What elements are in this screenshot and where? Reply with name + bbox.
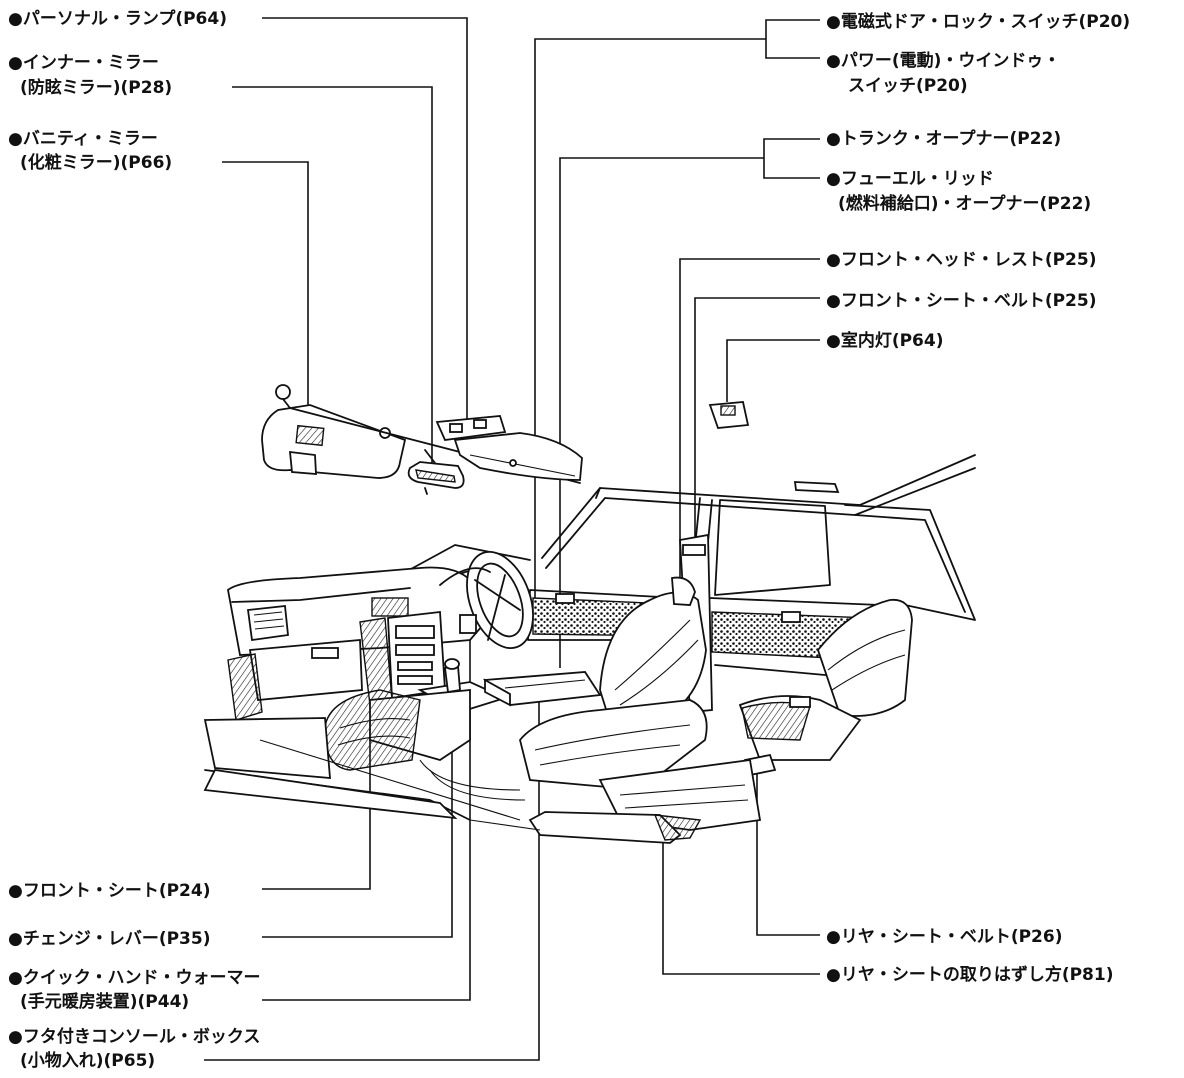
- leader-inner-mirror: [232, 86, 433, 463]
- label-console-box-line1: ●フタ付きコンソール・ボックス: [8, 1026, 260, 1047]
- label-power-window-line2: スイッチ(P20): [848, 76, 968, 96]
- leader-door-lock-bracket: [765, 19, 820, 59]
- leader-rear-seat-removal: [662, 820, 820, 975]
- label-fuel-lid-line2: (燃料補給口)・オープナー(P22): [838, 193, 1091, 214]
- label-quick-hand-warmer-line2: (手元暖房装置)(P44): [20, 991, 189, 1012]
- label-change-lever: ●チェンジ・レバー(P35): [8, 929, 211, 949]
- front-seats: [203, 576, 708, 821]
- center-console: [417, 658, 602, 713]
- label-vanity-mirror-line1: ●バニティ・ミラー: [8, 129, 158, 149]
- label-fuel-lid-line1: ●フューエル・リッド: [826, 169, 994, 189]
- label-personal-lamp: ●パーソナル・ランプ(P64): [8, 8, 227, 29]
- right-labels: ●電磁式ドア・ロック・スイッチ(P20) ●パワー(電動)・ウインドゥ・ スイッ…: [826, 11, 1130, 985]
- leader-change-lever: [262, 690, 453, 938]
- label-room-lamp: ●室内灯(P64): [826, 330, 944, 351]
- label-front-seat-belt: ●フロント・シート・ベルト(P25): [826, 291, 1097, 311]
- leader-lines: [204, 17, 820, 1061]
- leader-trunk-bracket: [763, 138, 820, 179]
- leader-seat-belt: [694, 297, 820, 548]
- room-lamp: [708, 401, 750, 429]
- label-front-seat: ●フロント・シート(P24): [8, 881, 211, 901]
- rear-seat: [528, 598, 913, 844]
- personal-lamp-visor: [435, 415, 583, 481]
- dashboard: [227, 551, 534, 721]
- leader-rear-seat-belt: [756, 768, 820, 936]
- label-front-head-rest: ●フロント・ヘッド・レスト(P25): [826, 250, 1097, 270]
- label-quick-hand-warmer-line1: ●クイック・ハンド・ウォーマー: [8, 968, 261, 988]
- leader-door-lock-main: [534, 38, 766, 603]
- label-inner-mirror-line2: (防眩ミラー)(P28): [20, 77, 172, 98]
- leader-trunk-main: [559, 157, 764, 668]
- leader-front-seat: [262, 735, 371, 890]
- label-rear-seat-belt: ●リヤ・シート・ベルト(P26): [826, 927, 1063, 947]
- floor-mats: [259, 739, 541, 831]
- label-inner-mirror-line1: ●インナー・ミラー: [8, 53, 159, 73]
- leader-personal-lamp: [262, 17, 468, 425]
- label-trunk-opener: ●トランク・オープナー(P22): [826, 128, 1061, 149]
- label-vanity-mirror-line2: (化粧ミラー)(P66): [20, 152, 172, 173]
- leader-room-lamp: [726, 339, 820, 402]
- leader-vanity-mirror: [222, 161, 309, 435]
- leader-hand-warmer: [262, 622, 471, 1001]
- label-door-lock-switch: ●電磁式ドア・ロック・スイッチ(P20): [826, 11, 1130, 32]
- label-rear-seat-removal: ●リヤ・シートの取りはずし方(P81): [826, 964, 1114, 985]
- sun-visor-vanity-mirror: [261, 384, 407, 479]
- label-power-window-line1: ●パワー(電動)・ウインドゥ・: [826, 50, 1060, 71]
- left-labels: ●パーソナル・ランプ(P64) ●インナー・ミラー (防眩ミラー)(P28) ●…: [8, 8, 261, 1071]
- label-console-box-line2: (小物入れ)(P65): [20, 1050, 155, 1071]
- leader-head-rest: [679, 258, 820, 585]
